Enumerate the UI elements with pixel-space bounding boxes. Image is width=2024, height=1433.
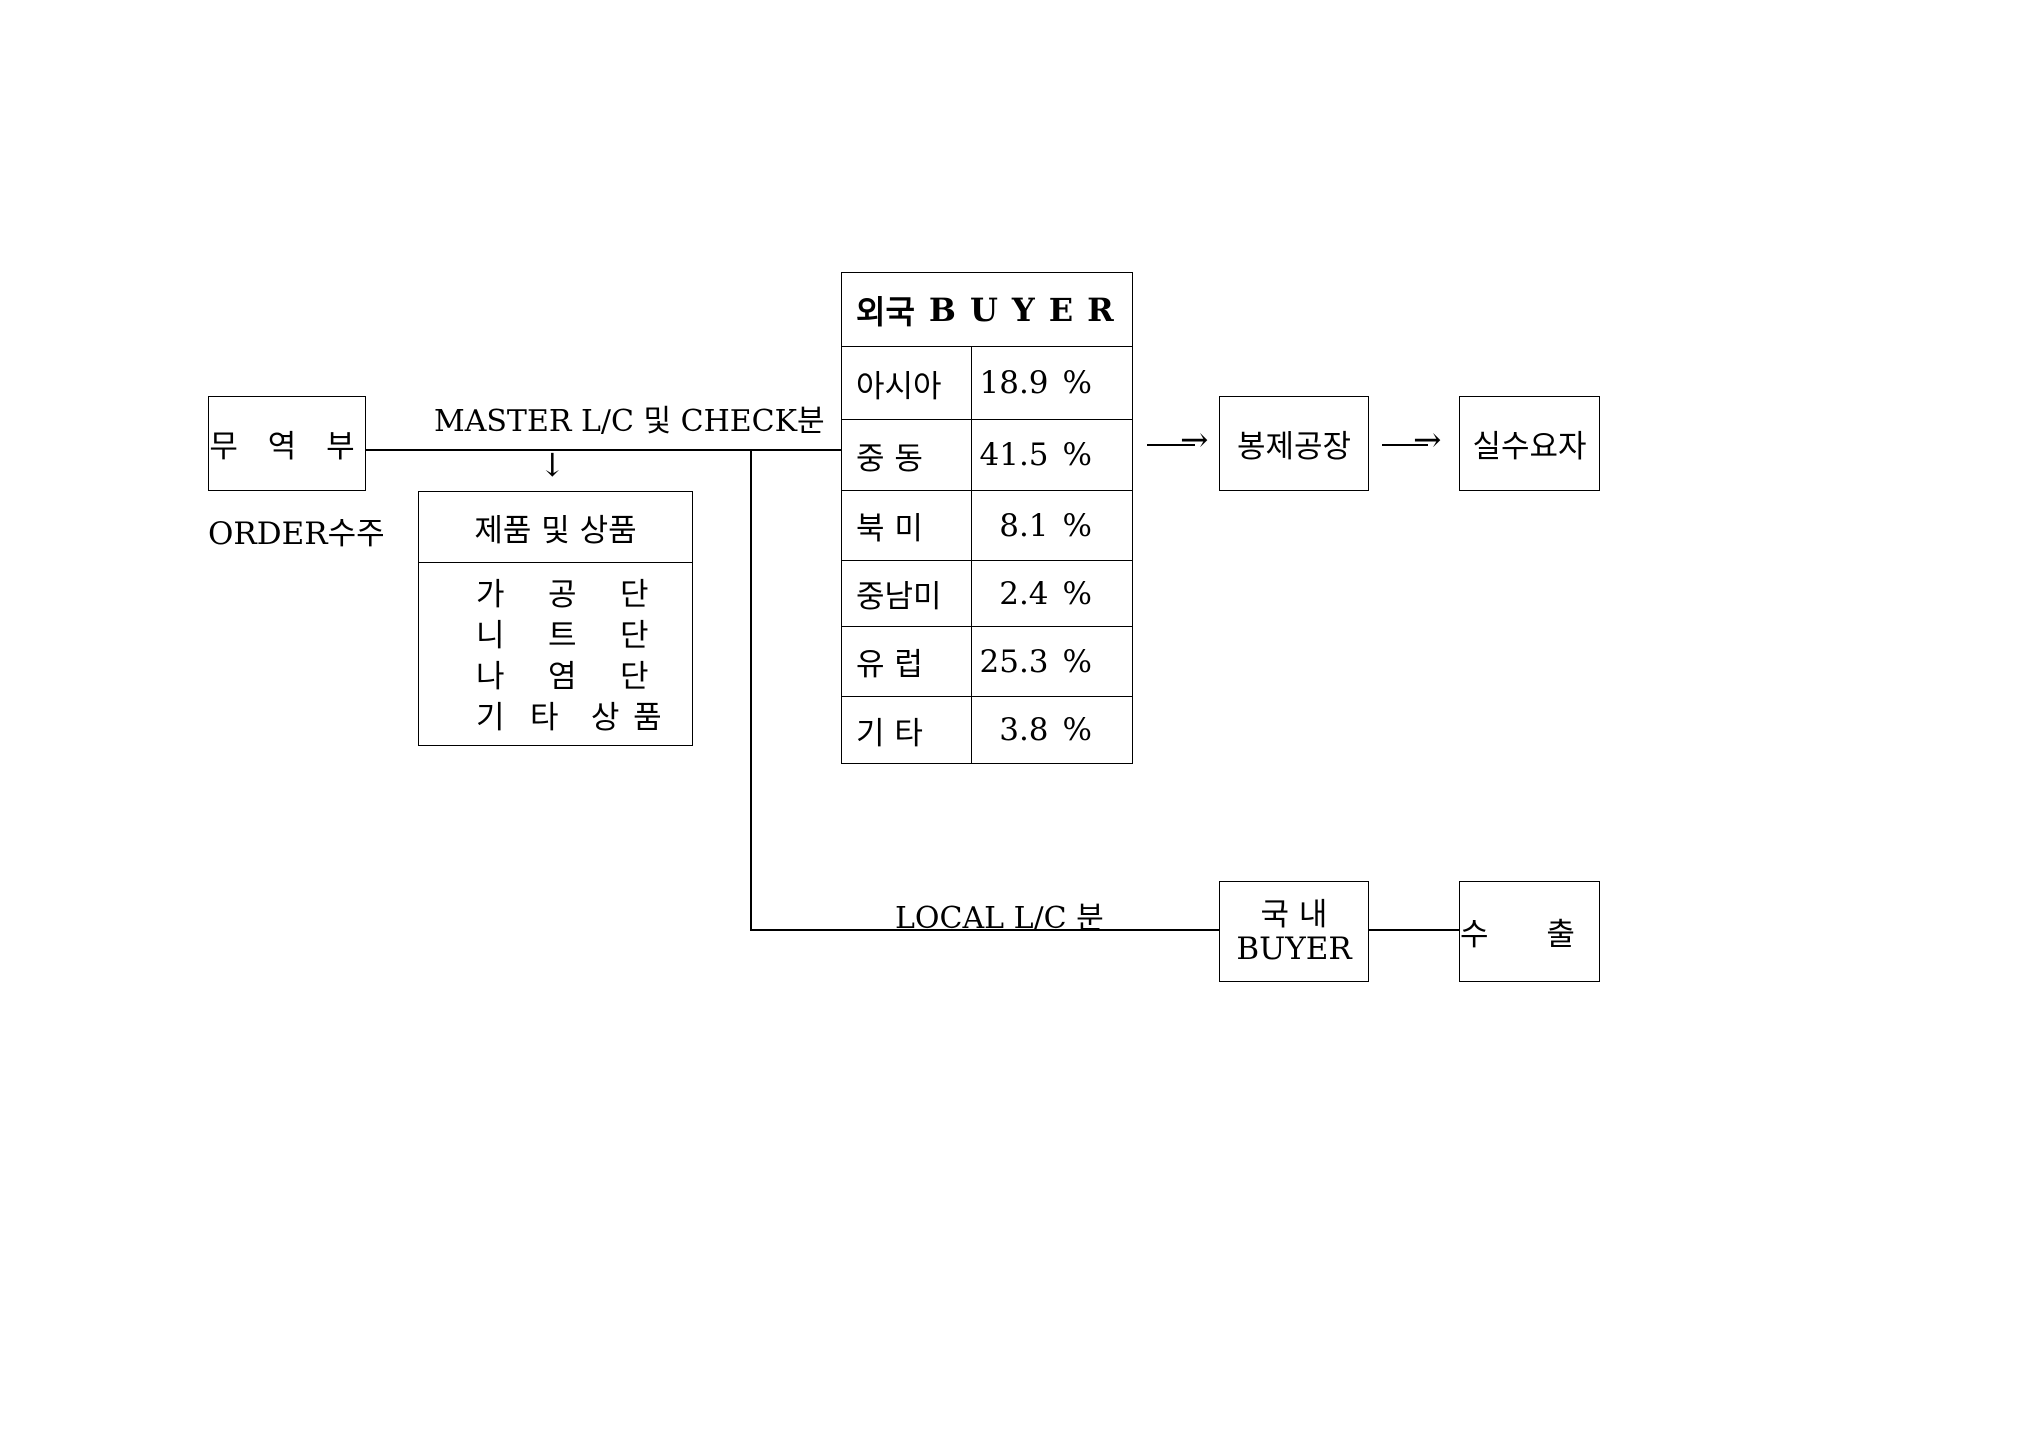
arrow-to-sewing-shaft <box>1147 444 1195 446</box>
right-arrow-icon: → <box>1180 420 1209 460</box>
local-lc-label: LOCAL L/C 분 <box>895 901 1104 936</box>
domestic-buyer-line2: BUYER <box>1236 930 1352 967</box>
export-label: 수 출 <box>1460 917 1599 953</box>
table-row: 아시아 18.9% <box>842 347 1132 420</box>
product-item: 나 염 단 <box>476 659 649 695</box>
end-user-box: 실수요자 <box>1459 396 1600 491</box>
right-arrow-icon: → <box>1413 420 1442 460</box>
domestic-buyer-box: 국 내 BUYER <box>1219 881 1369 982</box>
product-item: 기 타 상 품 <box>476 700 662 736</box>
domestic-buyer-line1: 국 내 <box>1260 896 1328 933</box>
master-lc-connector <box>366 449 841 451</box>
table-row: 중 동 41.5% <box>842 420 1132 491</box>
table-row: 유 럽 25.3% <box>842 627 1132 697</box>
products-title: 제품 및 상품 <box>419 492 692 563</box>
foreign-buyer-table: 외국 BUYER 아시아 18.9% 중 동 41.5% 북 미 8.1% 중남… <box>841 272 1133 764</box>
master-lc-label: MASTER L/C 및 CHECK분 <box>434 404 825 439</box>
trade-department-label: 무 역 부 <box>209 429 365 465</box>
domestic-to-export-connector <box>1369 929 1459 931</box>
local-lc-connector <box>750 929 1219 931</box>
products-list: 가 공 단 니 트 단 나 염 단 기 타 상 품 <box>419 563 692 736</box>
foreign-buyer-title: 외국 BUYER <box>842 273 1132 347</box>
product-item: 가 공 단 <box>476 577 649 613</box>
products-box: 제품 및 상품 가 공 단 니 트 단 나 염 단 기 타 상 품 <box>418 491 693 746</box>
arrow-to-enduser-shaft <box>1382 444 1428 446</box>
product-item: 니 트 단 <box>476 618 649 654</box>
table-row: 중남미 2.4% <box>842 561 1132 627</box>
table-row: 기 타 3.8% <box>842 697 1132 763</box>
end-user-label: 실수요자 <box>1472 429 1587 465</box>
trade-department-box: 무 역 부 <box>208 396 366 491</box>
order-receipt-label: ORDER수주 <box>208 516 385 552</box>
sewing-factory-box: 봉제공장 <box>1219 396 1369 491</box>
table-row: 북 미 8.1% <box>842 491 1132 561</box>
export-box: 수 출 <box>1459 881 1600 982</box>
down-arrow-icon: ↓ <box>539 446 566 484</box>
local-lc-branch-vertical <box>750 449 752 929</box>
sewing-factory-label: 봉제공장 <box>1236 429 1352 465</box>
